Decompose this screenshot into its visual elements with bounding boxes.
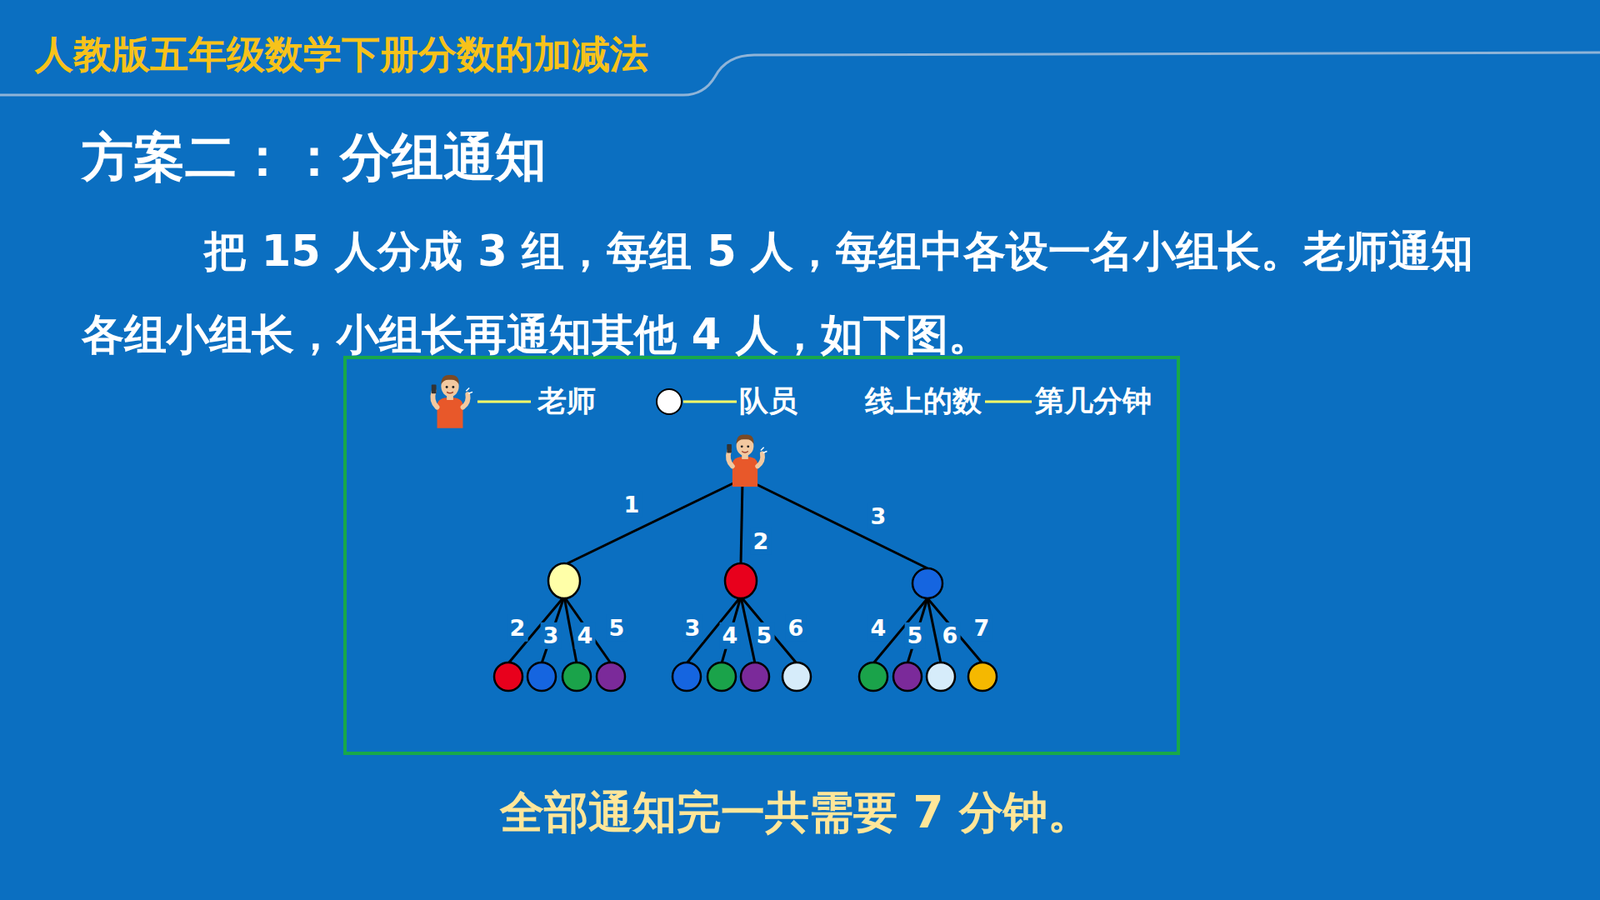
minute-number: 3 (682, 615, 704, 642)
legend-text: 第几分钟 (1035, 383, 1152, 419)
teacher-icon (431, 375, 473, 429)
minute-number: 2 (750, 528, 772, 555)
minute-number: 5 (754, 622, 775, 650)
running-head: 人教版五年级数学下册分数的加减法 (35, 31, 649, 78)
figure-frame (345, 357, 1179, 754)
teacher-figure (726, 435, 767, 487)
tree-lines (508, 480, 983, 664)
minute-number: 1 (621, 491, 643, 519)
legend-line (985, 400, 1032, 404)
minute-number: 3 (868, 503, 890, 530)
minute-number: 7 (971, 615, 993, 642)
legend-line (683, 400, 737, 404)
minute-number: 4 (720, 622, 741, 650)
legend-text: 老师 (537, 383, 596, 419)
minute-number: 6 (940, 622, 961, 650)
minute-number: 5 (606, 615, 628, 642)
minute-number: 4 (575, 622, 596, 650)
conclusion: 全部通知完一共需要 7 分钟。 (500, 785, 1092, 840)
legend-text: 队员 (739, 383, 798, 419)
legend-line (477, 400, 531, 404)
member-circles (494, 563, 997, 691)
legend-sample-text: 线上的数 (865, 383, 982, 419)
minute-number: 4 (868, 615, 890, 642)
legend-swatch (655, 388, 683, 415)
minute-number: 2 (507, 615, 529, 642)
minute-number: 3 (540, 622, 562, 650)
minute-number: 5 (905, 622, 926, 650)
problem-text: 把 15 人分成 3 组，每组 5 人，每组中各设一名小组长。老师通知各组小组长… (81, 210, 1515, 377)
slide-title: 方案二：：分组通知 (81, 126, 547, 189)
minute-number: 6 (785, 615, 807, 642)
